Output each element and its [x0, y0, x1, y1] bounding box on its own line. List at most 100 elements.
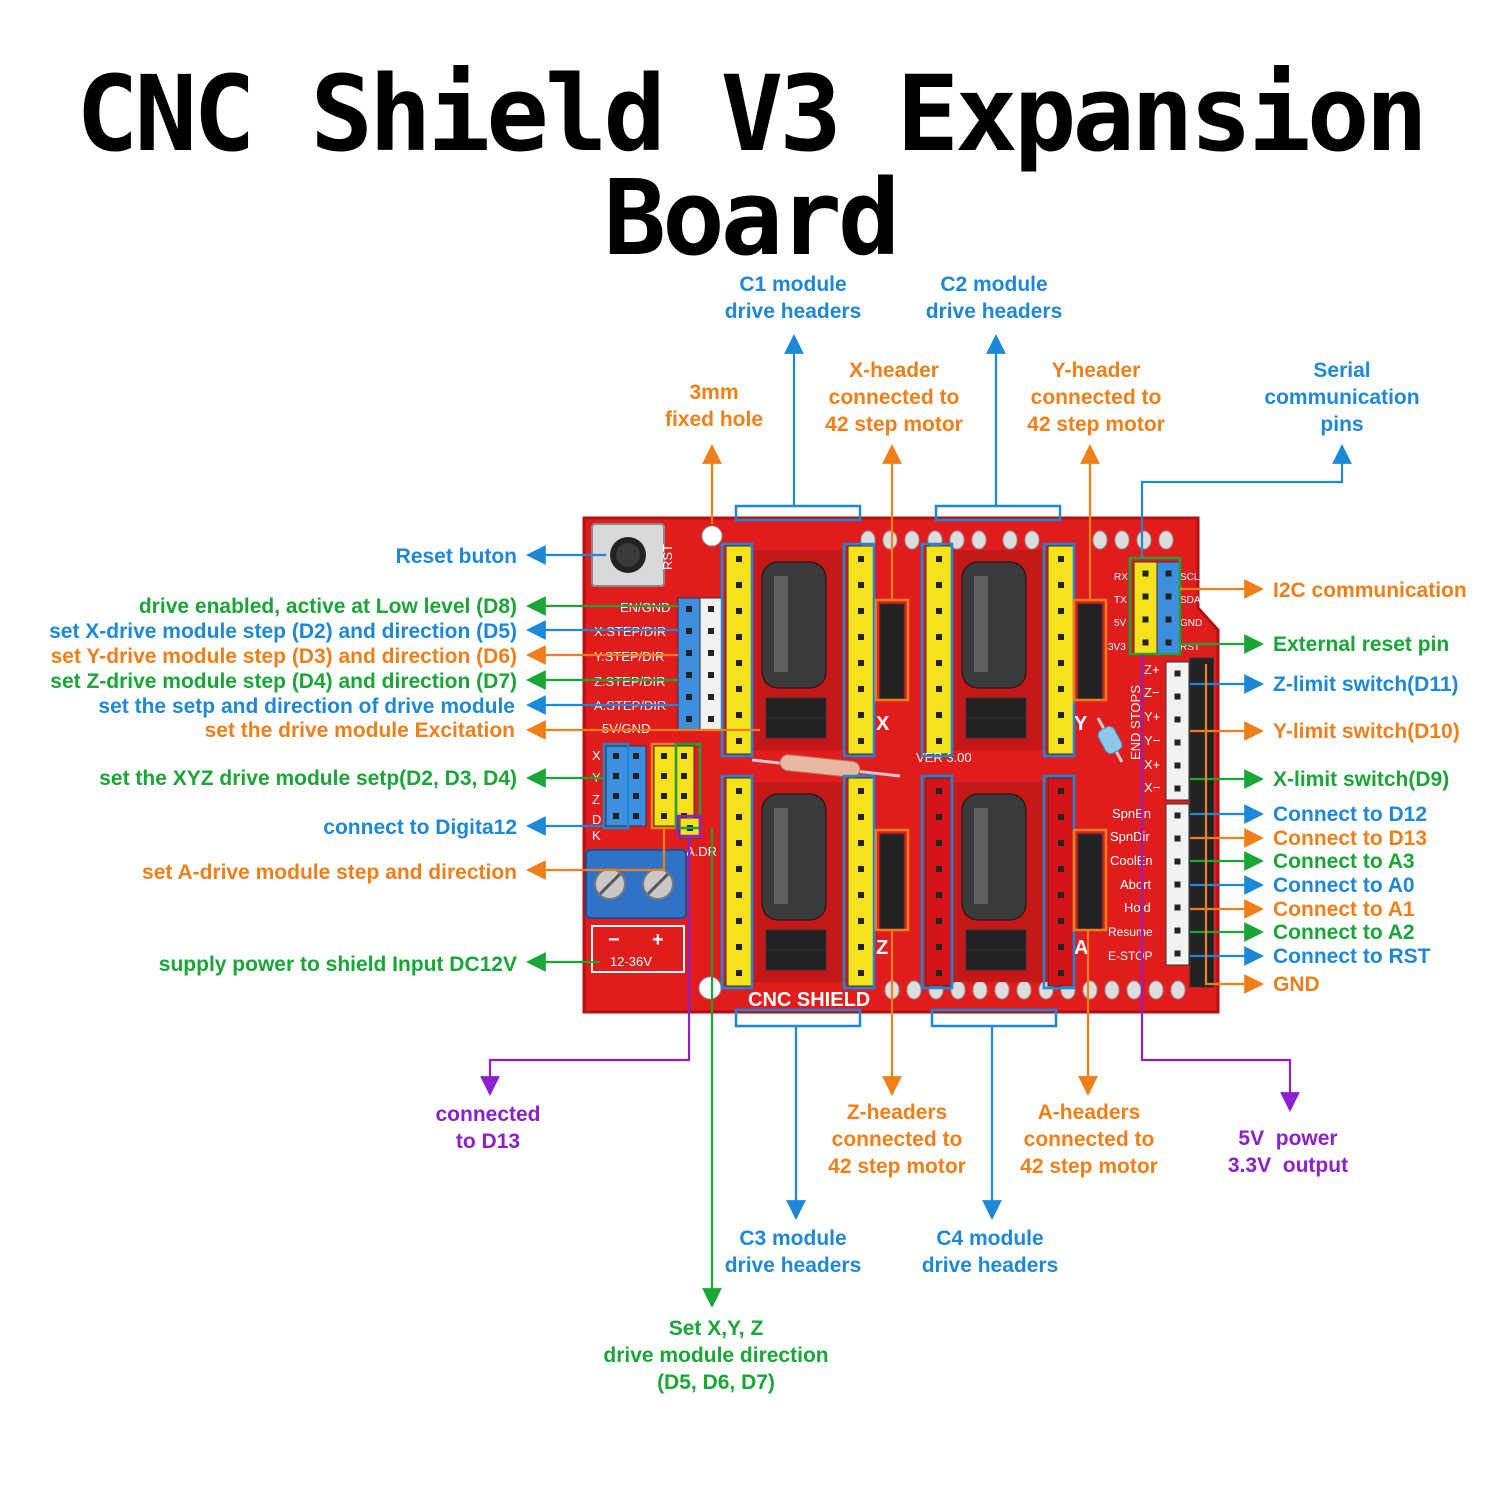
reset-button[interactable] — [591, 523, 665, 587]
stepper-input-header[interactable] — [677, 597, 723, 731]
c4-bracket — [930, 1008, 1058, 1028]
driver-a-left-header-body — [925, 777, 953, 987]
label-y-step: set Y-drive module step (D3) and directi… — [51, 645, 517, 668]
driver-x-right-header-pin — [858, 634, 864, 640]
serial-pins-pin — [1142, 593, 1149, 600]
power-polarity-box — [591, 925, 685, 973]
endstop-white-pins-pin — [1174, 716, 1181, 723]
endstop-black-pins-pin — [1198, 666, 1205, 673]
silk-estop: E-STOP — [1108, 949, 1152, 963]
driver-y — [925, 545, 1075, 755]
xyz-green-box — [674, 742, 702, 830]
label-digital12: connect to Digita12 — [323, 816, 517, 839]
blue-input-pins-body — [677, 597, 701, 731]
cnc-shield-board: RST EN/GND X.STEP/DIR Y.STEP/DIR Z.STEP/… — [582, 516, 1220, 1014]
driver-x-left-header-pin — [736, 712, 742, 718]
driver-x-left-header — [725, 545, 753, 755]
driver-z-right-header-pin — [858, 866, 864, 872]
driver-x-left-header-pin — [736, 556, 742, 562]
driver-x-right-header-pin — [858, 556, 864, 562]
label-i2c: I2C communication — [1273, 579, 1467, 602]
silk-minus: − — [608, 929, 620, 951]
endstop-white-pins-pin — [1174, 762, 1181, 769]
silk-rst-ext: RST — [1180, 642, 1200, 653]
hole — [882, 530, 898, 550]
endstop-black-pins-pin — [1198, 690, 1205, 697]
c3-right-box — [842, 774, 876, 990]
driver-x-right-header — [847, 545, 875, 755]
driver-a-right-header-pin — [1058, 814, 1064, 820]
driver-a-left-header-pin — [936, 944, 942, 950]
motor-header-pin — [1087, 891, 1093, 897]
driver-x — [725, 545, 875, 755]
silk-zm: Z− — [1144, 685, 1160, 700]
serial-i2c-header[interactable] — [1133, 561, 1181, 655]
driver-a-right-header — [1047, 777, 1075, 987]
motor-header-pin — [889, 843, 895, 849]
endstop-black-pins-pin — [1198, 925, 1205, 932]
power-terminal[interactable] — [585, 849, 687, 919]
driver-a-microstep-jumpers-pin — [993, 937, 999, 943]
blue-jumper-pins-pin — [613, 793, 619, 799]
xyz-blue-box — [602, 742, 630, 830]
hole — [1158, 530, 1174, 550]
silk-coolen: CoolEn — [1110, 853, 1153, 868]
blue-jumper-pins-pin — [613, 773, 619, 779]
serial-pins-pin — [1142, 639, 1149, 646]
driver-y-right-header-pin — [1058, 608, 1064, 614]
driver-a-right-header-pin — [1058, 866, 1064, 872]
driver-z-microstep-jumpers-2 — [765, 949, 827, 971]
hole — [904, 530, 920, 550]
motor-header-body — [879, 833, 905, 931]
driver-z-microstep-jumpers-2-pin — [813, 957, 819, 963]
driver-z-right-header-pin — [858, 840, 864, 846]
driver-y-left-header-pin — [936, 686, 942, 692]
driver-y-left-header-pin — [936, 634, 942, 640]
endstop-black-pins-pin — [1198, 713, 1205, 720]
endstop-white-pins-pin — [1174, 670, 1181, 677]
driver-y-right-header-pin — [1058, 712, 1064, 718]
blue-input-pins-pin — [686, 650, 692, 656]
driver-a — [925, 777, 1075, 987]
motor-header-pin — [889, 915, 895, 921]
driver-a-microstep-jumpers-2 — [965, 949, 1027, 971]
motor-header-pin — [889, 891, 895, 897]
arrow-gnd — [1204, 664, 1264, 994]
driver-a-capacitor — [961, 793, 1027, 921]
blue-jumper-pins-pin — [613, 813, 619, 819]
driver-z-left-header-pin — [736, 840, 742, 846]
driver-y-capacitor — [961, 561, 1027, 689]
axis-clone-jumper-block[interactable] — [605, 745, 701, 839]
label-reset-button: Reset buton — [396, 545, 517, 568]
silk-xp: X+ — [1144, 757, 1160, 772]
driver-a-microstep-jumpers-pin — [1013, 937, 1019, 943]
yellow-jumper-pins-pin — [661, 793, 667, 799]
silk-z-step: Z.STEP/DIR — [594, 674, 666, 689]
c2-bracket — [934, 504, 1062, 522]
driver-y-microstep-jumpers-pin — [973, 705, 979, 711]
hole — [949, 530, 965, 550]
label-a2: Connect to A2 — [1273, 921, 1415, 944]
driver-z-right-header-pin — [858, 944, 864, 950]
driver-y-microstep-jumpers-2-pin — [973, 725, 979, 731]
blue-input-pins-pin — [686, 672, 692, 678]
driver-x-capacitor-shine — [774, 576, 788, 672]
driver-x-left-header-pin — [736, 686, 742, 692]
label-x-limit: X-limit switch(D9) — [1273, 768, 1449, 791]
motor-header-pin — [889, 867, 895, 873]
silk-3v3: 3V3 — [1108, 642, 1126, 653]
driver-y-right-header — [1047, 545, 1075, 755]
driver-z — [725, 777, 875, 987]
serial-pins-pin — [1142, 570, 1149, 577]
silk-end-stops: END STOPS — [1128, 685, 1143, 760]
endstop-header[interactable] — [1165, 657, 1214, 988]
driver-z-left-header-pin — [736, 788, 742, 794]
driver-x-left-header-pin — [736, 634, 742, 640]
hole — [972, 980, 988, 1000]
